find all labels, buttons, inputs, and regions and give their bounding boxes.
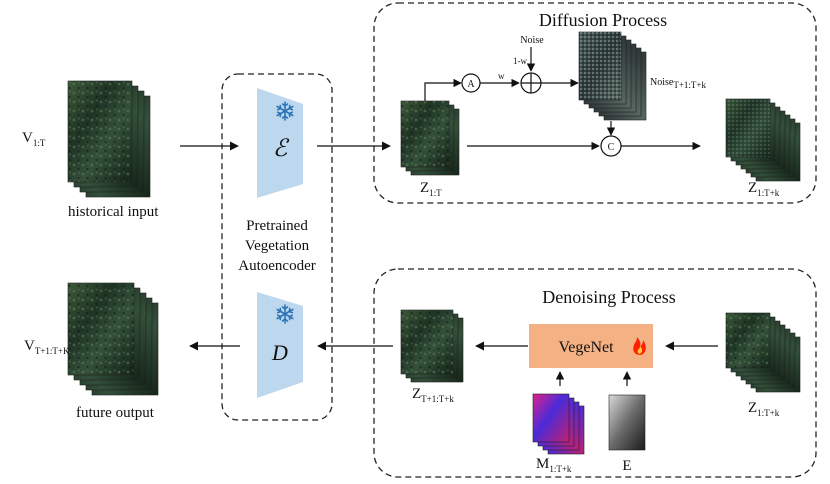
flame-icon — [633, 337, 646, 355]
historical-input-stack — [67, 80, 151, 198]
autoencoder-label-3: Autoencoder — [238, 258, 315, 274]
noise-seq-label: NoiseT+1:T+k — [650, 77, 706, 90]
z-input-stack — [725, 312, 801, 393]
denoising-title: Denoising Process — [542, 287, 676, 307]
v-hist-label: V1:T — [22, 130, 46, 148]
noise-sequence-stack — [578, 31, 647, 121]
meteorology-stack — [532, 393, 585, 455]
autoencoder-box — [221, 73, 333, 421]
w-label: w — [498, 71, 505, 81]
historical-input-caption: historical input — [68, 204, 159, 220]
plus-operator — [520, 72, 542, 94]
op-c-label: C — [608, 142, 615, 153]
op-a-label: A — [467, 79, 475, 90]
z-hist-label: Z1:T — [420, 180, 442, 198]
future-output-stack — [67, 282, 159, 396]
z-hist-stack — [400, 100, 460, 176]
one-minus-w-label: 1-w — [513, 56, 527, 66]
vegenet-label: VegeNet — [558, 339, 614, 356]
m-cond-label: M1:T+k — [536, 456, 572, 474]
arrow-z-to-a — [424, 78, 462, 101]
z-pred-stack — [400, 309, 464, 383]
z-input-label: Z1:T+k — [748, 400, 780, 418]
future-output-caption: future output — [76, 405, 155, 421]
vegenet-block — [529, 324, 653, 368]
z-pred-label: ZT+1:T+k — [412, 386, 454, 404]
e-cond-label: E — [622, 458, 631, 474]
denoising-box — [373, 268, 817, 478]
elevation-map — [608, 394, 646, 451]
z-noisy-stack — [725, 98, 801, 182]
decoder-symbol: D — [271, 340, 288, 365]
autoencoder-label-2: Vegetation — [245, 238, 310, 254]
z-noisy-label: Z1:T+k — [748, 180, 780, 198]
encoder-symbol: ℰ — [273, 136, 290, 162]
diffusion-title: Diffusion Process — [539, 10, 667, 30]
autoencoder-label-1: Pretrained — [246, 218, 308, 234]
noise-label: Noise — [520, 35, 544, 46]
v-future-label: VT+1:T+K — [24, 338, 70, 356]
